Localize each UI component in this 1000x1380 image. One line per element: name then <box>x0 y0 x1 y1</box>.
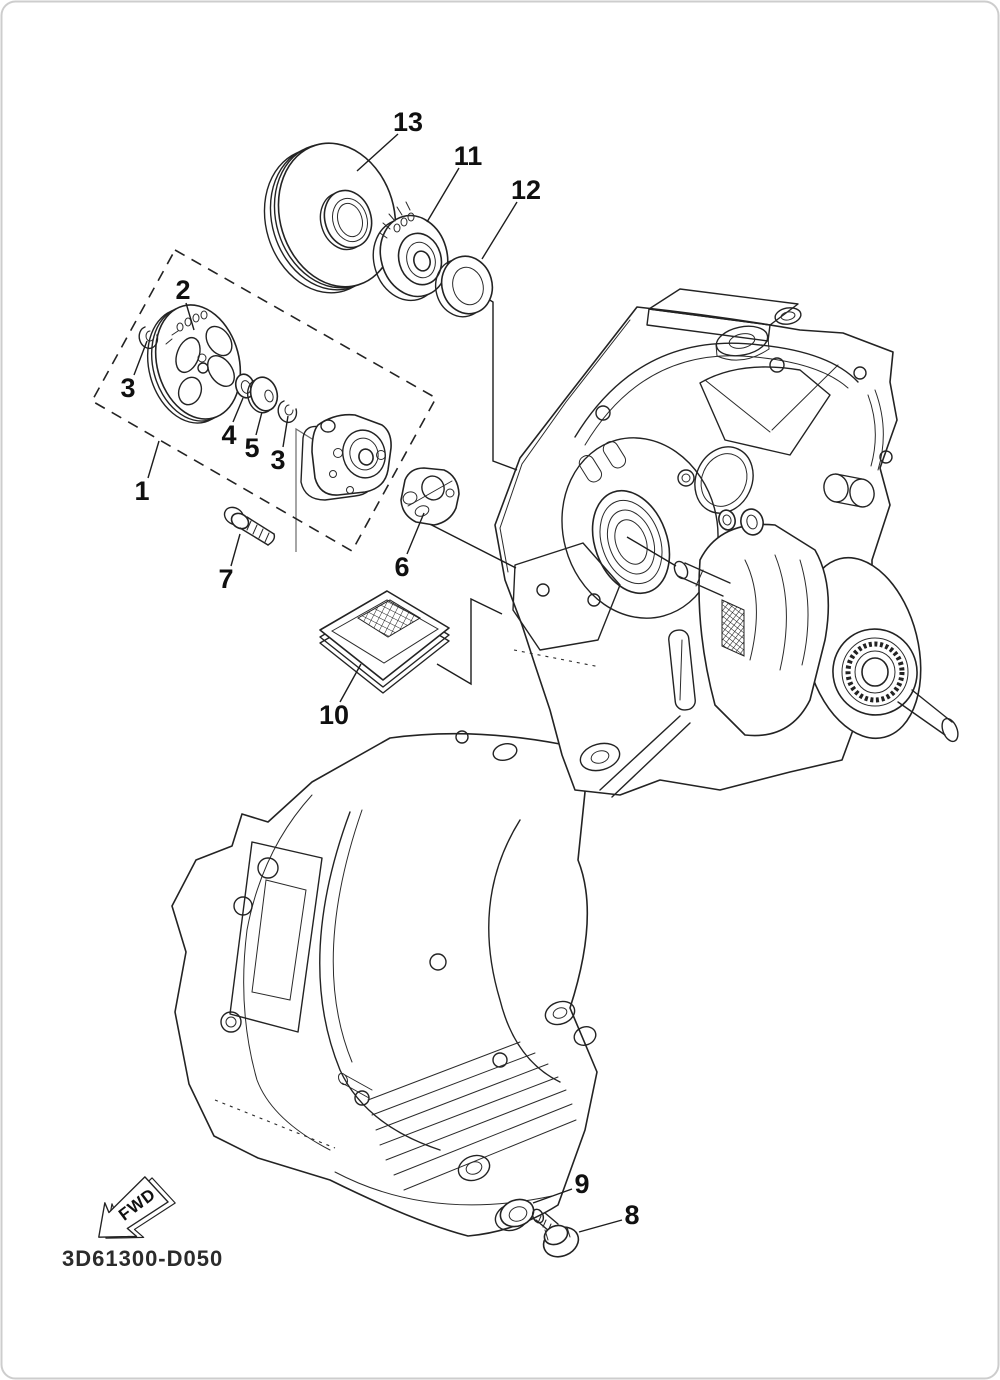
callout-number-9: 9 <box>574 1169 589 1199</box>
part-12-washer <box>434 255 494 318</box>
crankshaft-assembly <box>698 523 959 743</box>
part-3-circlip-right <box>277 400 298 424</box>
callout-leader-2 <box>185 302 195 331</box>
callout-number-13: 13 <box>393 107 423 137</box>
group-1-dashed-box <box>90 248 438 553</box>
part-9-drain-washer <box>494 1198 535 1232</box>
callout-number-3: 3 <box>270 445 285 475</box>
pump-drive-shaft <box>673 560 731 597</box>
callout-leader-8 <box>578 1219 623 1233</box>
gear-teeth-marks <box>379 201 415 239</box>
callout-leader-11 <box>426 167 460 223</box>
callout-number-11: 11 <box>454 141 483 171</box>
callout-number-6: 6 <box>394 552 409 582</box>
callout-leader-4 <box>232 397 244 423</box>
oil-pump-body <box>300 413 392 501</box>
callout-leader-3 <box>133 340 148 376</box>
fwd-arrow-icon: FWD <box>98 1176 176 1239</box>
part-2-rotor-sprocket <box>146 304 242 424</box>
callout-number-7: 7 <box>218 564 233 594</box>
callout-leader-1 <box>147 440 160 479</box>
callout-leader-9 <box>532 1188 573 1204</box>
callout-number-8: 8 <box>624 1200 639 1230</box>
callout-number-10: 10 <box>319 700 349 730</box>
callout-number-5: 5 <box>244 433 259 463</box>
callout-leader-12 <box>481 201 518 260</box>
drawing-code: 3D61300-D050 <box>62 1246 223 1271</box>
callout-number-12: 12 <box>511 175 541 205</box>
callout-number-3: 3 <box>120 373 135 403</box>
callout-number-4: 4 <box>221 420 236 450</box>
callout-leader-13 <box>356 133 399 172</box>
part-8-drain-plug <box>531 1208 580 1258</box>
part-7-bolt <box>223 506 276 546</box>
part-13-pump-drive-gear <box>263 142 397 294</box>
part-11-pump-driven-gear <box>372 201 449 302</box>
callout-leader-10 <box>339 663 362 703</box>
callout-number-2: 2 <box>175 275 190 305</box>
part-5-washer <box>246 376 279 414</box>
sump-fins <box>367 1041 577 1191</box>
part-10-strainer <box>319 590 450 694</box>
part-6-gasket <box>400 467 460 526</box>
callout-leader-5 <box>255 411 263 436</box>
callout-number-1: 1 <box>134 476 149 506</box>
callout-leader-7 <box>230 533 241 567</box>
callout-leader-6 <box>406 512 425 555</box>
callout-leader-3 <box>282 415 289 448</box>
upper-crankcase-half <box>494 288 959 798</box>
